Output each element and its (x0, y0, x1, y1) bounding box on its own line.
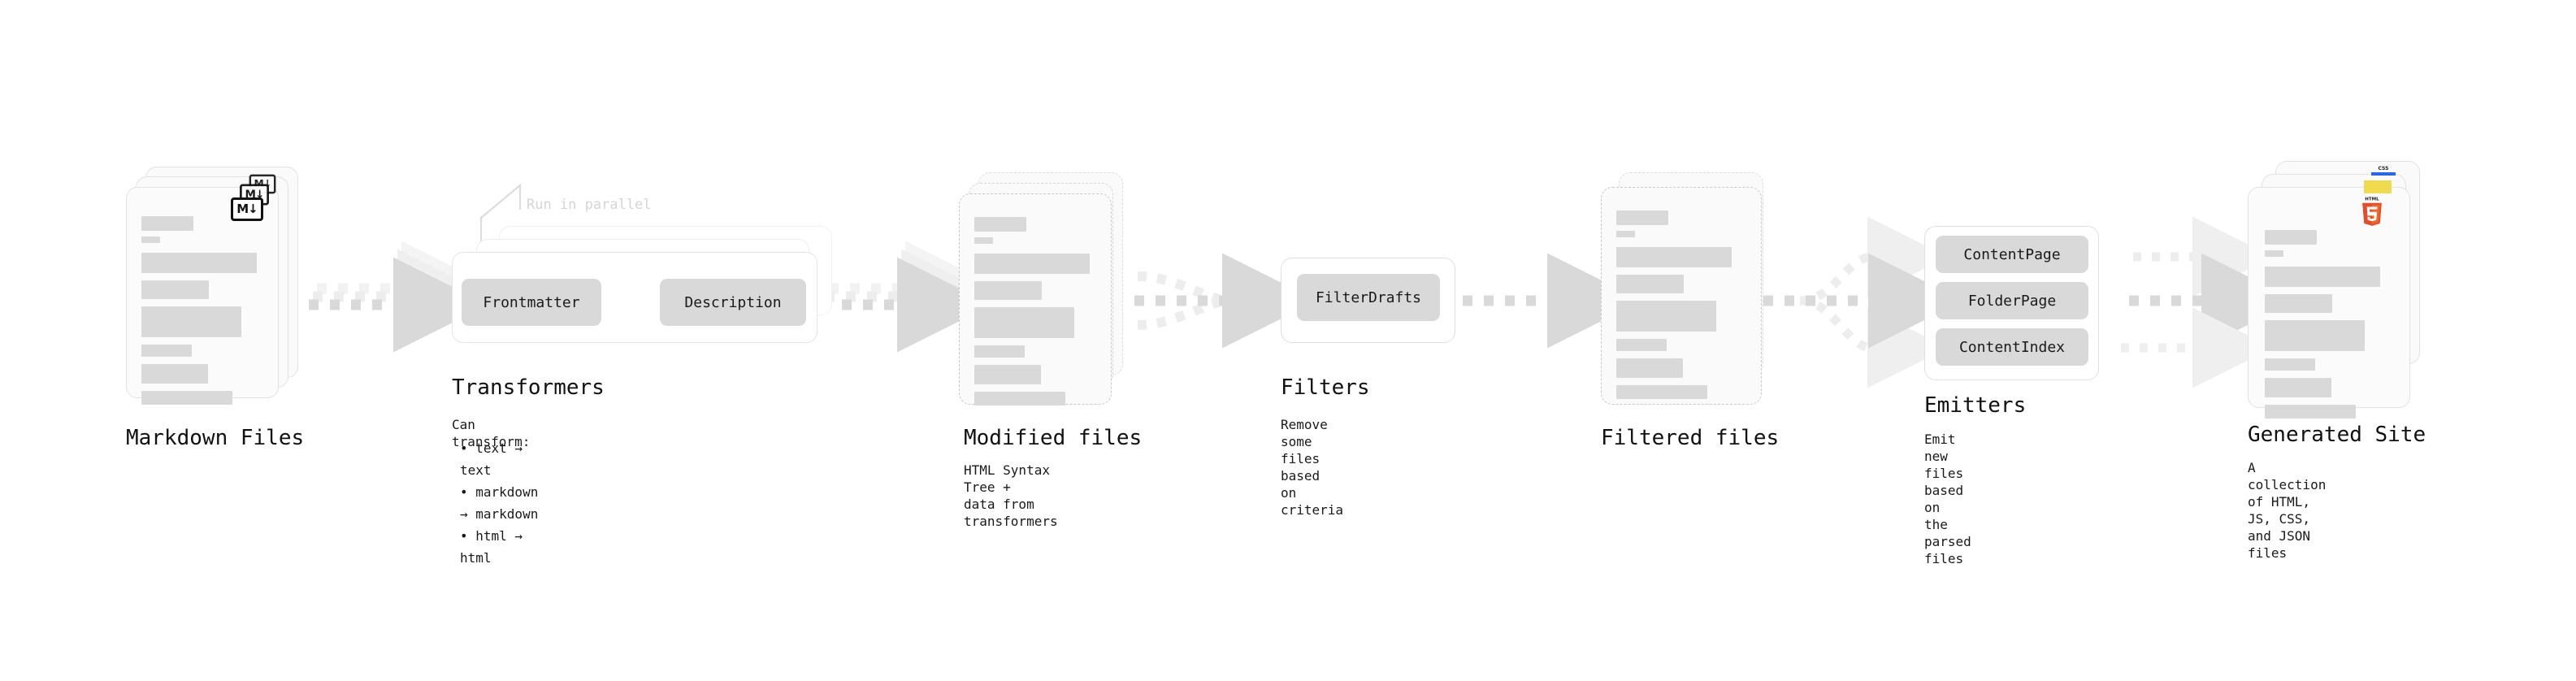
arrow-filtered-to-emitters (1763, 216, 1963, 388)
markdown-doc-front: M↓ (126, 187, 279, 405)
emitters-subtitle: Emit new files based on the parsed files (1924, 432, 1971, 566)
html5-icon-word: HTML (2365, 197, 2379, 202)
list-item: • markdown → markdown (460, 484, 539, 522)
transformers-subtitle: Can transform: (452, 417, 531, 449)
js-icon (2364, 180, 2392, 193)
markdown-icon-label: M↓ (245, 187, 265, 202)
generated-doc-content (2265, 230, 2396, 424)
modified-file-stack (959, 172, 1131, 406)
emitter-node-label: ContentIndex (1958, 338, 2066, 356)
filtered-doc-content (1616, 210, 1748, 405)
bullet-label: html → html (460, 528, 523, 566)
filtered-doc-front (1601, 187, 1762, 405)
stage-title-modified-files: Modified files (964, 426, 1143, 450)
emitter-node-folderpage[interactable]: FolderPage (1936, 282, 2088, 319)
list-item: • html → html (460, 528, 523, 566)
transformers-bullet-list: • text → text • markdown → markdown • ht… (460, 437, 538, 569)
emitter-node-contentpage[interactable]: ContentPage (1936, 236, 2088, 273)
run-in-parallel-annotation: Run in parallel (527, 197, 652, 213)
arrow-modified-to-filters (1134, 253, 1317, 349)
css-icon: CSS (2370, 166, 2397, 177)
html5-icon: HTML (2359, 196, 2385, 227)
markdown-icon: M↓ (231, 197, 263, 221)
emitter-node-contentindex[interactable]: ContentIndex (1936, 328, 2088, 366)
css-icon-bar (2371, 172, 2396, 176)
html5-icon-glyph: HTML (2362, 197, 2382, 226)
generated-site-file-stack: CSS HTML (2248, 161, 2420, 419)
css-icon-label: CSS (2378, 166, 2389, 171)
generated-doc-html: HTML (2248, 187, 2410, 419)
emitter-node-label: ContentPage (1963, 245, 2061, 263)
stage-title-filters: Filters (1281, 375, 1370, 400)
modified-doc-front (959, 193, 1112, 406)
transformer-node-description[interactable]: Description (660, 279, 806, 326)
arrow-markdown-to-transformers (309, 241, 497, 353)
modified-doc-content (974, 217, 1098, 411)
transformer-node-label: Frontmatter (483, 293, 580, 311)
markdown-doc-content (141, 216, 265, 410)
stage-title-emitters: Emitters (1924, 393, 2027, 418)
filters-subtitle: Remove some files based on criteria (1281, 417, 1344, 518)
emitter-node-label: FolderPage (1967, 292, 2057, 310)
markdown-icon-label: M↓ (236, 202, 258, 216)
modified-files-subtitle: HTML Syntax Tree + data from transformer… (964, 462, 1058, 529)
generated-site-subtitle: A collection of HTML, JS, CSS, and JSON … (2248, 460, 2327, 561)
bullet-label: text → text (460, 440, 523, 478)
arrow-transformers-to-modified (821, 241, 1000, 353)
markdown-file-stack: M↓ M↓ M↓ (126, 167, 298, 405)
stage-title-markdown-files: Markdown Files (126, 426, 305, 450)
stage-title-transformers: Transformers (452, 375, 605, 400)
arrow-emitters-to-site (2121, 216, 2296, 388)
list-item: • text → text (460, 440, 523, 478)
filter-node-label: FilterDrafts (1315, 288, 1422, 306)
transformer-node-frontmatter[interactable]: Frontmatter (462, 279, 601, 326)
stage-title-filtered-files: Filtered files (1601, 426, 1780, 450)
stage-title-generated-site: Generated Site (2248, 423, 2426, 447)
bullet-label: markdown → markdown (460, 484, 539, 522)
filtered-file-stack (1601, 172, 1773, 405)
transformer-node-label: Description (684, 293, 782, 311)
filter-node-filterdrafts[interactable]: FilterDrafts (1297, 274, 1440, 321)
